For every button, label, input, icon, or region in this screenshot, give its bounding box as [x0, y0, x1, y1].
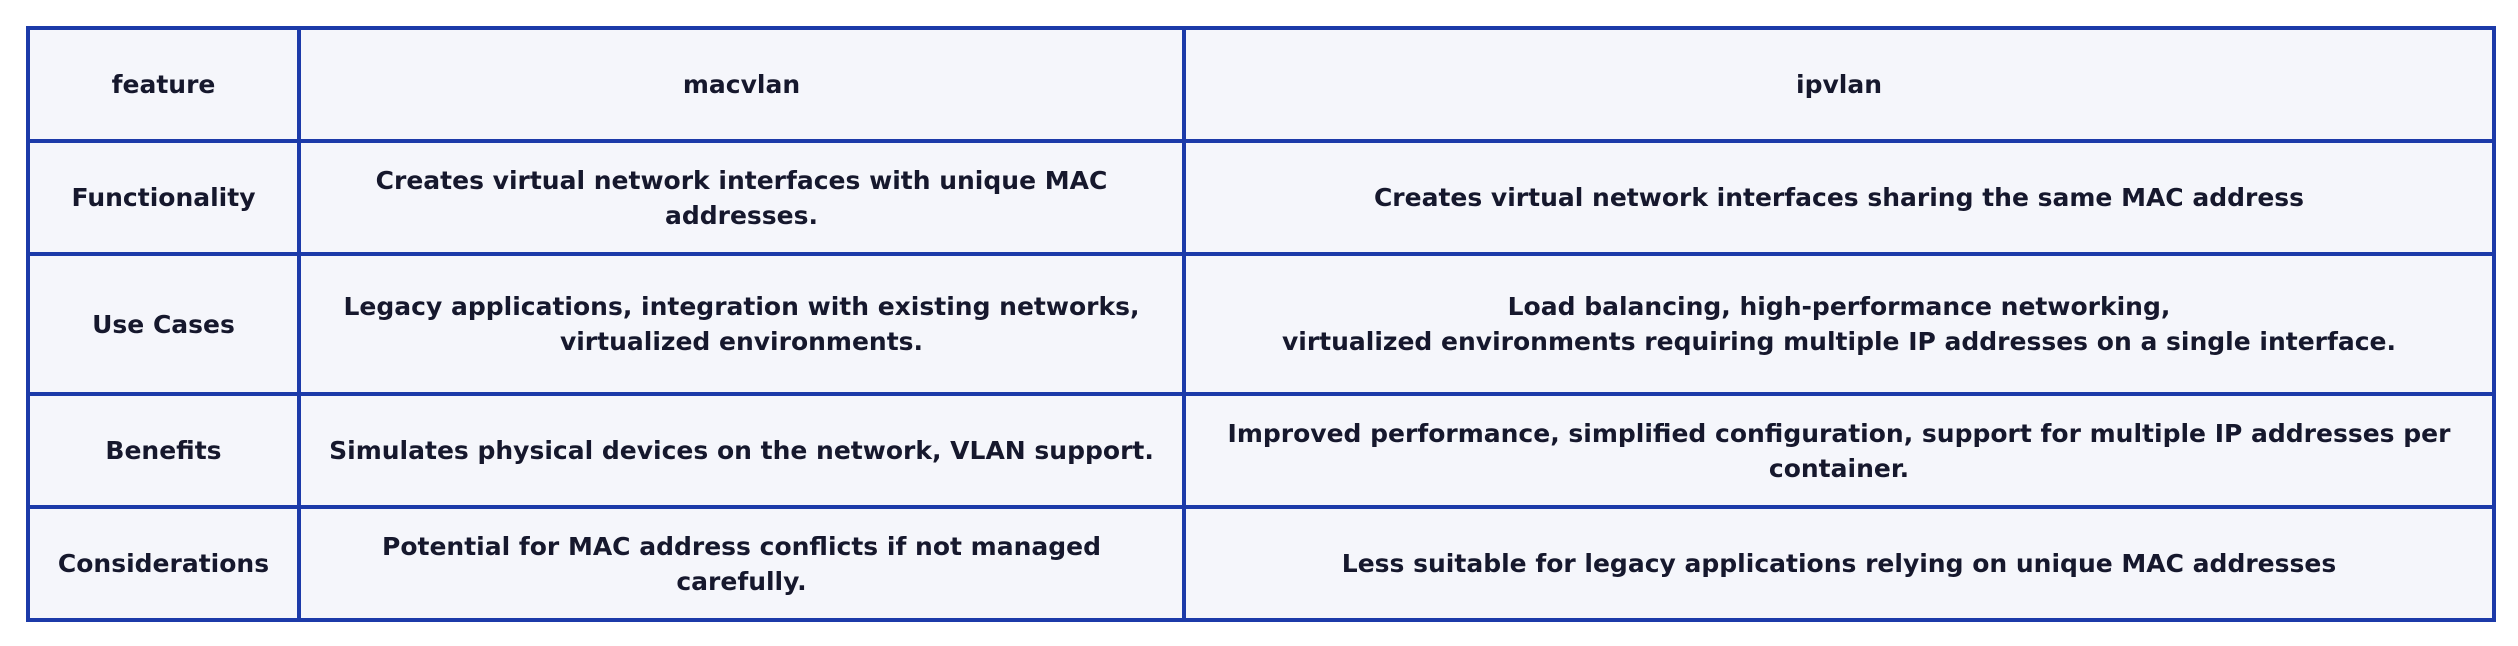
macvlan-cell: Legacy applications, integration with ex… [297, 252, 1186, 396]
header-cell-ipvlan: ipvlan [1182, 26, 2496, 143]
macvlan-cell: Potential for MAC address conflicts if n… [297, 505, 1186, 622]
table-header-row: feature macvlan ipvlan [26, 26, 2496, 143]
header-cell-feature: feature [26, 26, 301, 143]
ipvlan-cell: Improved performance, simplified configu… [1182, 392, 2496, 509]
table-row-functionality: Functionality Creates virtual network in… [26, 139, 2496, 256]
ipvlan-cell: Creates virtual network interfaces shari… [1182, 139, 2496, 256]
macvlan-cell: Simulates physical devices on the networ… [297, 392, 1186, 509]
row-label-cell: Considerations [26, 505, 301, 622]
row-label-cell: Use Cases [26, 252, 301, 396]
ipvlan-cell: Load balancing, high-performance network… [1182, 252, 2496, 396]
ipvlan-cell: Less suitable for legacy applications re… [1182, 505, 2496, 622]
comparison-table: feature macvlan ipvlan Functionality Cre… [26, 26, 2496, 622]
header-cell-macvlan: macvlan [297, 26, 1186, 143]
table-row-considerations: Considerations Potential for MAC address… [26, 505, 2496, 622]
row-label-cell: Benefits [26, 392, 301, 509]
table-row-use-cases: Use Cases Legacy applications, integrati… [26, 252, 2496, 396]
row-label-cell: Functionality [26, 139, 301, 256]
table-row-benefits: Benefits Simulates physical devices on t… [26, 392, 2496, 509]
macvlan-cell: Creates virtual network interfaces with … [297, 139, 1186, 256]
